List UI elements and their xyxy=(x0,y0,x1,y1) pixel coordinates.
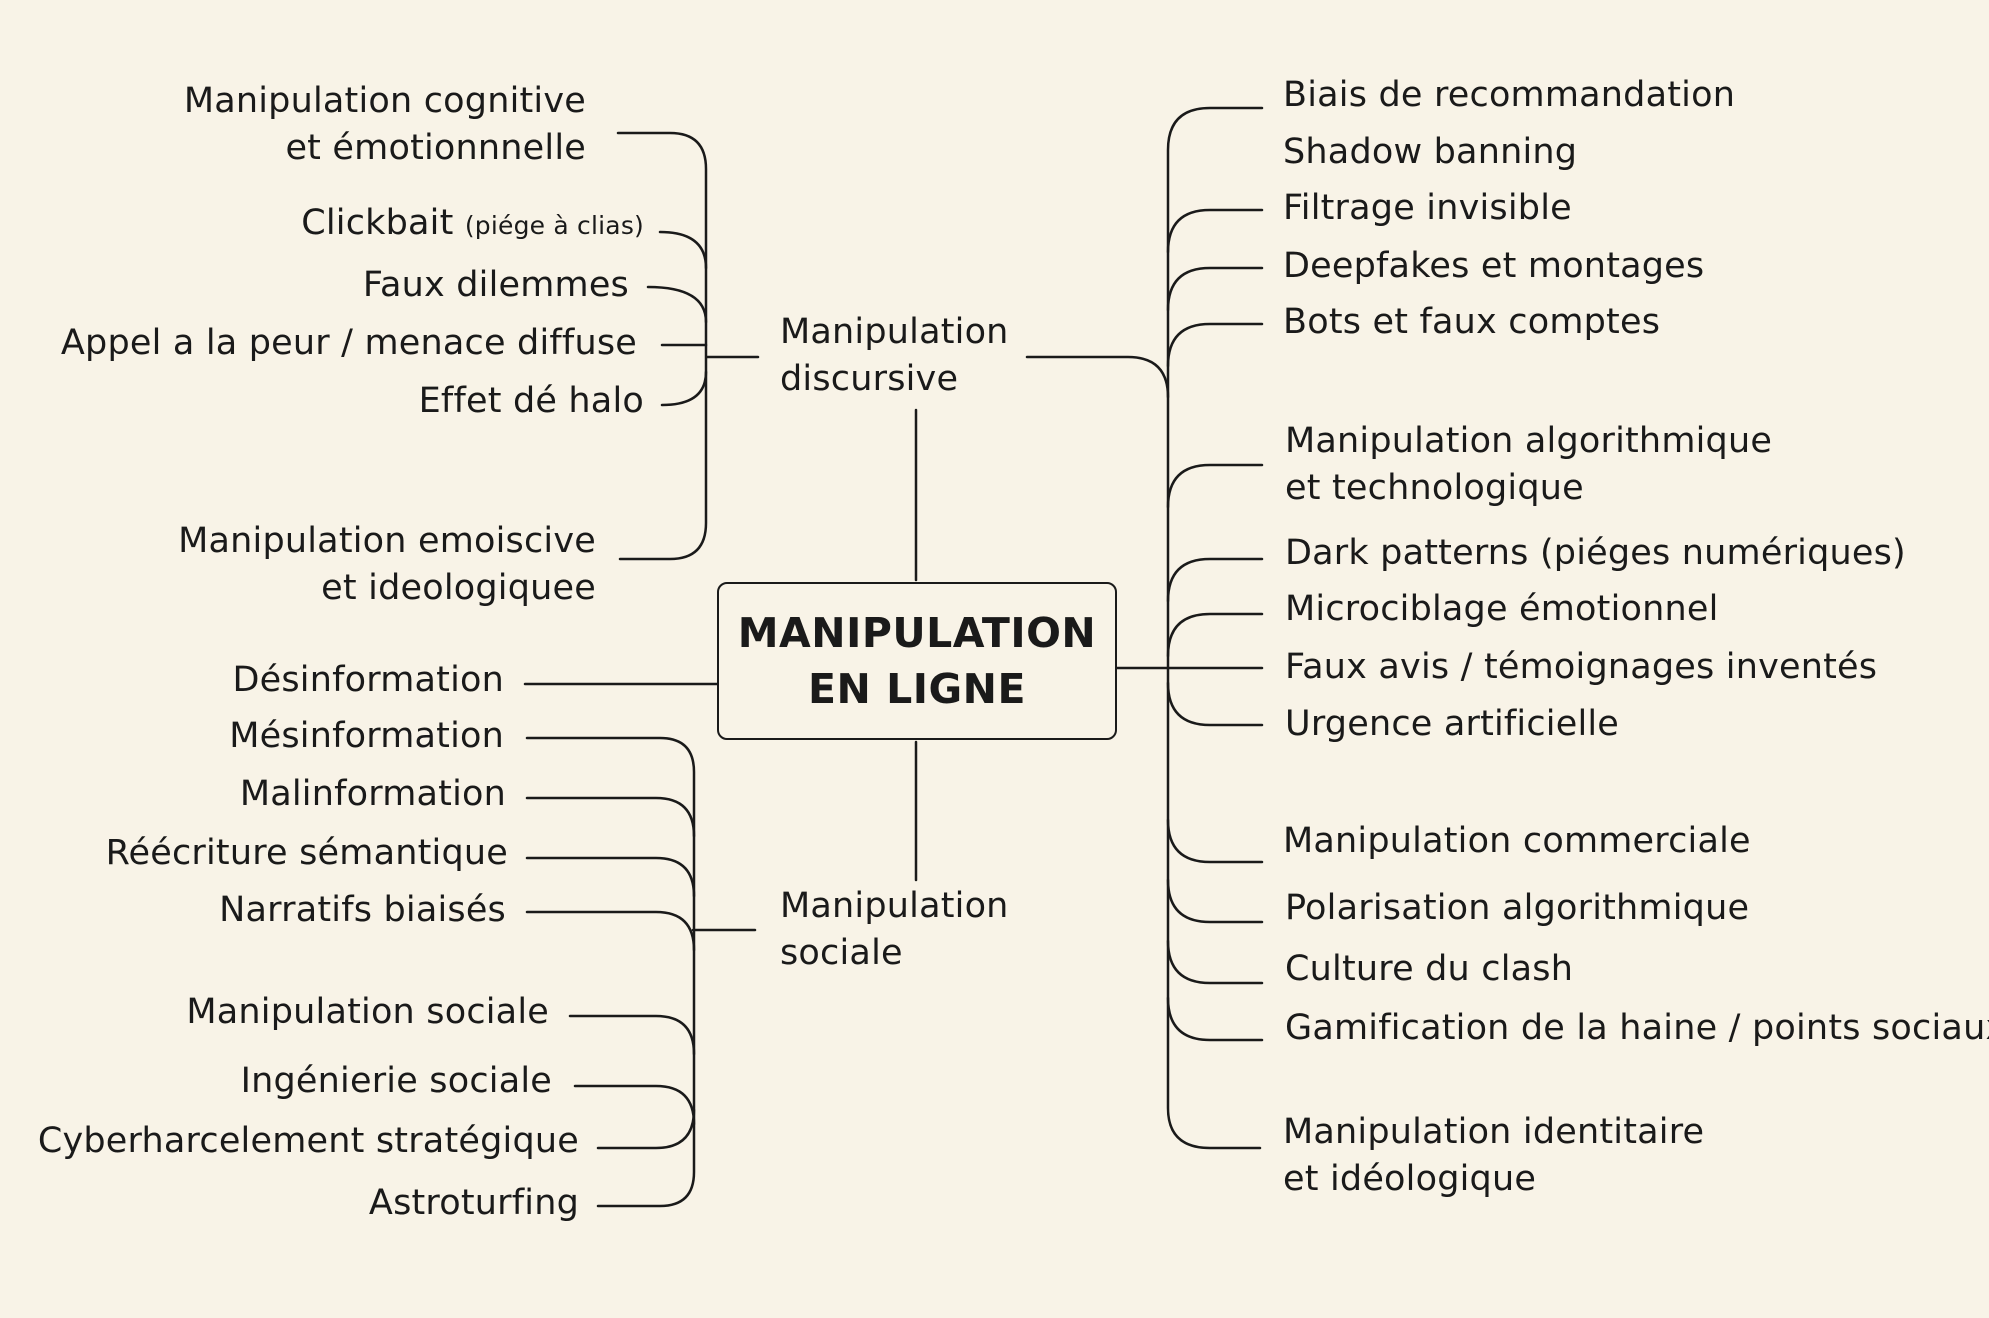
node-bots-faux-comptes: Bots et faux comptes xyxy=(1283,302,1661,342)
branch-microciblage xyxy=(1166,612,1264,658)
node-clickbait: Clickbait (piége à clias) xyxy=(301,203,644,243)
branch-narratifs xyxy=(525,910,696,952)
node-faux-dilemmes: Faux dilemmes xyxy=(362,265,629,305)
branch-commerciale xyxy=(1166,818,1264,864)
branch-cyberharcelement xyxy=(596,1108,696,1150)
node-manipulation-sociale: Manipulation sociale xyxy=(186,992,549,1032)
branch-clash xyxy=(1166,939,1264,985)
node-polarisation: Polarisation algorithmique xyxy=(1285,888,1750,928)
node-narratifs-biaises: Narratifs biaisés xyxy=(219,890,506,930)
node-biais-recommandation: Biais de recommandation xyxy=(1283,75,1736,115)
center-title-line1: MANIPULATION xyxy=(737,609,1097,657)
node-filtrage-invisible: Filtrage invisible xyxy=(1283,188,1572,228)
branch-malinformation xyxy=(525,796,696,838)
node-culture-clash: Culture du clash xyxy=(1285,949,1574,989)
bracket-bottom-left xyxy=(525,736,696,1208)
branch-faux-dilemmes xyxy=(646,285,708,324)
node-manipulation-algorithmique: Manipulation algorithmique et technologi… xyxy=(1285,421,1773,508)
node-deepfakes: Deepfakes et montages xyxy=(1283,246,1705,286)
connector-discursive-right xyxy=(1025,355,1170,399)
hub-manipulation-sociale: Manipulation sociale xyxy=(780,886,1009,973)
node-ingenierie-sociale: Ingénierie sociale xyxy=(240,1061,552,1101)
node-microciblage: Microciblage émotionnel xyxy=(1285,589,1719,629)
branch-dark-patterns xyxy=(1166,557,1264,603)
branch-deepfakes xyxy=(1166,266,1264,312)
branch-polarisation xyxy=(1166,878,1264,924)
node-effet-halo: Effet dé halo xyxy=(418,381,644,421)
node-manipulation-emoiscive: Manipulation emoiscive et ideologiquee xyxy=(178,521,596,608)
branch-reecriture xyxy=(525,856,696,898)
center-node: MANIPULATION EN LIGNE xyxy=(717,582,1117,740)
branch-filtrage xyxy=(1166,208,1264,254)
branch-ingenierie xyxy=(573,1084,696,1126)
branch-gamification xyxy=(1166,996,1264,1042)
branch-manip-sociale xyxy=(568,1014,696,1056)
node-gamification: Gamification de la haine / points sociau… xyxy=(1285,1008,1989,1048)
node-astroturfing: Astroturfing xyxy=(368,1183,579,1223)
hub-manipulation-discursive: Manipulation discursive xyxy=(780,312,1009,399)
branch-effet-halo xyxy=(660,370,708,407)
node-cyberharcelement: Cyberharcelement stratégique xyxy=(37,1121,579,1161)
node-malinformation: Malinformation xyxy=(239,774,506,814)
node-shadow-banning: Shadow banning xyxy=(1283,132,1578,172)
node-manipulation-cognitive: Manipulation cognitive et émotionnnelle xyxy=(183,81,586,168)
node-reecriture-semantique: Réécriture sémantique xyxy=(105,833,508,873)
node-dark-patterns: Dark patterns (piéges numériques) xyxy=(1285,533,1906,573)
node-desinformation: Désinformation xyxy=(232,660,504,700)
node-appel-peur: Appel a la peur / menace diffuse xyxy=(60,323,637,363)
branch-urgence xyxy=(1166,681,1264,727)
trunk-right xyxy=(1166,106,1264,1150)
node-mesinformation: Mésinformation xyxy=(229,716,504,756)
branch-clickbait xyxy=(658,230,708,270)
node-manipulation-identitaire: Manipulation identitaire et idéologique xyxy=(1283,1112,1705,1199)
node-urgence-artificielle: Urgence artificielle xyxy=(1285,704,1620,744)
node-manipulation-commerciale: Manipulation commerciale xyxy=(1283,821,1751,861)
node-faux-avis: Faux avis / témoignages inventés xyxy=(1285,647,1878,687)
branch-algorithmique xyxy=(1166,463,1264,509)
center-title-line2: EN LIGNE xyxy=(808,665,1026,713)
branch-bots xyxy=(1166,322,1264,368)
